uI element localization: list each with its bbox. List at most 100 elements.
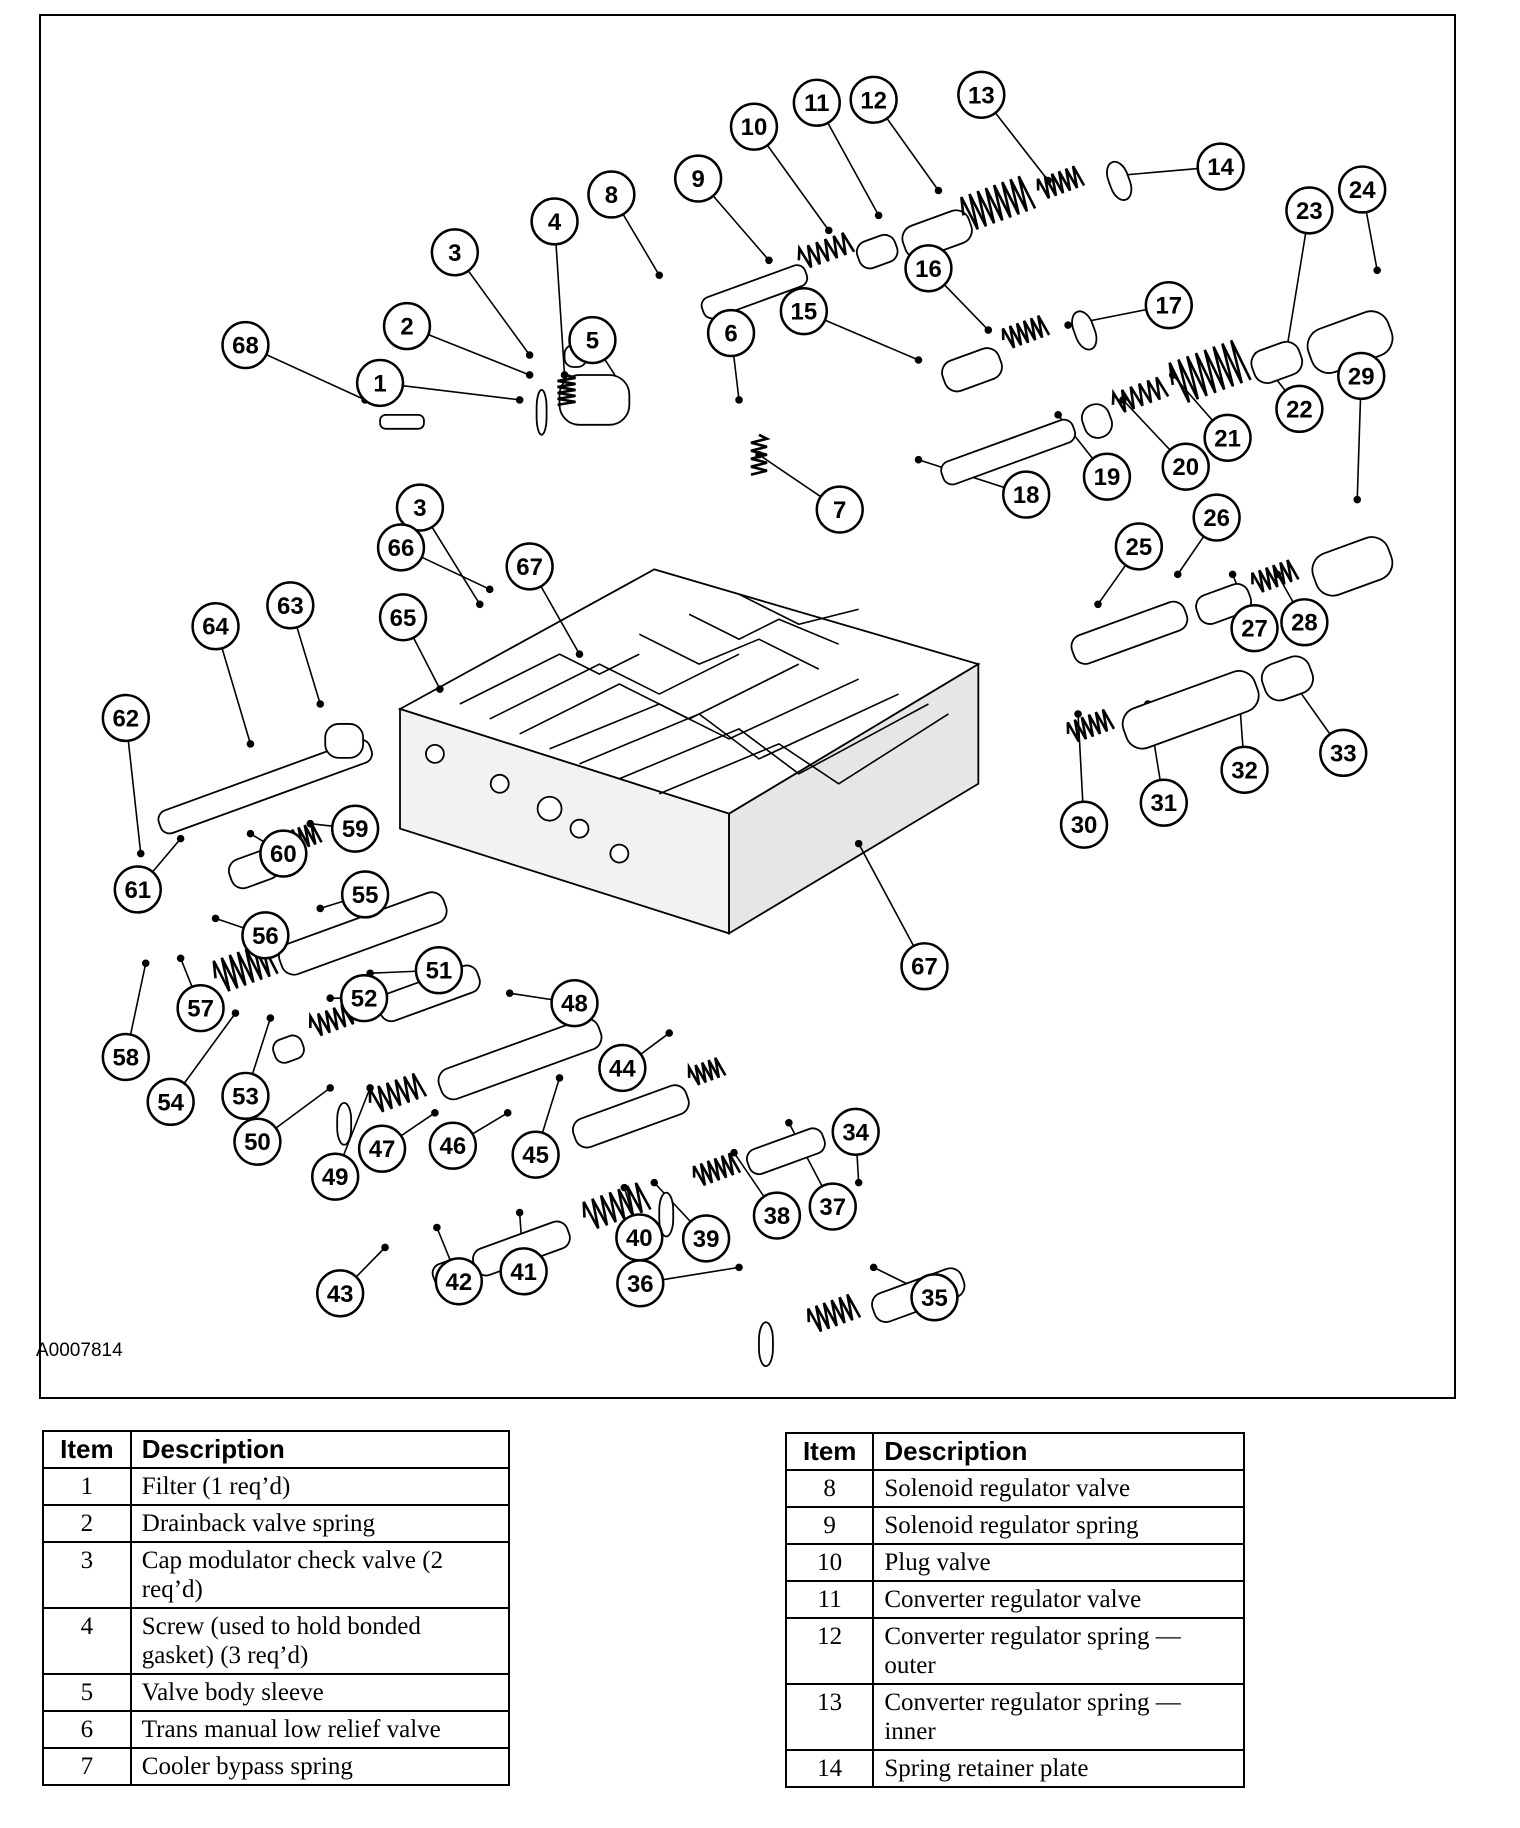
valve-part-19 xyxy=(1080,403,1113,439)
valve-part-53 xyxy=(272,1034,305,1064)
valve-part-15 xyxy=(941,347,1003,393)
valve-body-passages xyxy=(459,593,949,795)
row-item-number: 14 xyxy=(784,1749,875,1788)
svg-text:26: 26 xyxy=(1203,505,1230,532)
callout-58: 58 xyxy=(101,1032,150,1082)
svg-text:50: 50 xyxy=(244,1129,271,1156)
svg-text:49: 49 xyxy=(322,1164,349,1191)
callout-18: 18 xyxy=(1002,470,1051,519)
callout-29: 29 xyxy=(1337,351,1386,401)
spring-21 xyxy=(1168,339,1252,403)
retainer-plate-36 xyxy=(758,1321,774,1367)
leader-arrow-tip xyxy=(575,650,584,658)
filter xyxy=(535,389,548,436)
callout-56: 56 xyxy=(241,911,290,960)
spring-56 xyxy=(212,942,279,992)
callout-23: 23 xyxy=(1285,186,1334,235)
svg-text:25: 25 xyxy=(1126,534,1153,561)
callout-8: 8 xyxy=(587,170,636,219)
callout-33: 33 xyxy=(1319,728,1368,778)
leader-line xyxy=(553,221,566,376)
callout-2: 2 xyxy=(382,301,432,351)
leader-arrow-tip xyxy=(785,1119,793,1127)
callout-7: 7 xyxy=(815,485,864,534)
svg-text:61: 61 xyxy=(124,877,151,904)
svg-text:60: 60 xyxy=(270,841,297,868)
cooler-bypass-spring xyxy=(750,433,771,476)
callout-37: 37 xyxy=(808,1182,857,1231)
retainer-plate-39 xyxy=(658,1191,675,1238)
leader-arrow-tip xyxy=(1094,600,1102,609)
svg-text:43: 43 xyxy=(327,1281,354,1308)
callout-20: 20 xyxy=(1161,442,1210,491)
header-item: Item xyxy=(42,1430,132,1469)
callout-54: 54 xyxy=(146,1077,195,1127)
svg-text:42: 42 xyxy=(446,1269,473,1296)
svg-text:65: 65 xyxy=(390,605,417,632)
leader-arrow-tip xyxy=(765,256,773,265)
callout-26: 26 xyxy=(1192,493,1241,542)
leader-arrow-tip xyxy=(655,271,664,280)
callout-61: 61 xyxy=(113,865,162,914)
row-description: Converter regulator spring — outer xyxy=(872,1617,1245,1685)
callout-3: 3 xyxy=(395,483,445,532)
svg-text:54: 54 xyxy=(157,1089,184,1116)
row-description: Screw (used to hold bonded gasket) (3 re… xyxy=(129,1607,511,1675)
row-description: Solenoid regulator spring xyxy=(872,1506,1245,1545)
callout-6: 6 xyxy=(706,308,756,358)
leader-arrow-tip xyxy=(475,600,484,609)
svg-text:44: 44 xyxy=(609,1055,636,1082)
svg-text:9: 9 xyxy=(691,166,704,193)
leader-arrow-tip xyxy=(266,1014,275,1022)
callout-64: 64 xyxy=(191,602,240,651)
leader-arrow-tip xyxy=(176,954,185,963)
leader-arrow-tip xyxy=(874,211,883,220)
callout-13: 13 xyxy=(957,70,1006,119)
leader-arrow-tip xyxy=(136,849,145,858)
svg-text:15: 15 xyxy=(791,299,818,326)
svg-text:16: 16 xyxy=(915,256,942,283)
callout-14: 14 xyxy=(1196,142,1245,191)
callout-60: 60 xyxy=(259,829,308,878)
leader-arrow-tip xyxy=(525,371,534,379)
svg-text:24: 24 xyxy=(1349,177,1376,204)
leader-arrow-tip xyxy=(436,685,444,693)
row-description: Cap modulator check valve (2 req’d) xyxy=(129,1541,511,1609)
spring-52 xyxy=(308,1001,362,1037)
svg-text:20: 20 xyxy=(1172,454,1199,481)
callout-50: 50 xyxy=(233,1117,282,1166)
leader-arrow-tip xyxy=(326,994,334,1002)
callout-48: 48 xyxy=(550,978,599,1028)
callout-57: 57 xyxy=(176,983,225,1033)
row-item-number: 3 xyxy=(42,1541,132,1609)
spring-38 xyxy=(692,1152,742,1187)
svg-text:55: 55 xyxy=(352,882,379,909)
svg-text:36: 36 xyxy=(627,1271,654,1298)
callout-21: 21 xyxy=(1203,413,1252,462)
svg-text:14: 14 xyxy=(1207,154,1234,181)
valve-part-28 xyxy=(1311,536,1394,597)
svg-text:66: 66 xyxy=(388,535,415,562)
svg-text:17: 17 xyxy=(1155,293,1182,320)
svg-text:7: 7 xyxy=(833,497,846,524)
spring-44 xyxy=(687,1057,727,1086)
leader-arrow-tip xyxy=(730,1148,738,1157)
svg-text:18: 18 xyxy=(1013,482,1040,509)
svg-text:31: 31 xyxy=(1150,790,1177,817)
row-item-number: 4 xyxy=(42,1607,132,1675)
valve-part-55 xyxy=(278,891,448,976)
spring-30 xyxy=(1066,708,1116,743)
callout-47: 47 xyxy=(357,1124,407,1173)
callout-40: 40 xyxy=(615,1213,664,1262)
callout-63: 63 xyxy=(266,581,315,630)
